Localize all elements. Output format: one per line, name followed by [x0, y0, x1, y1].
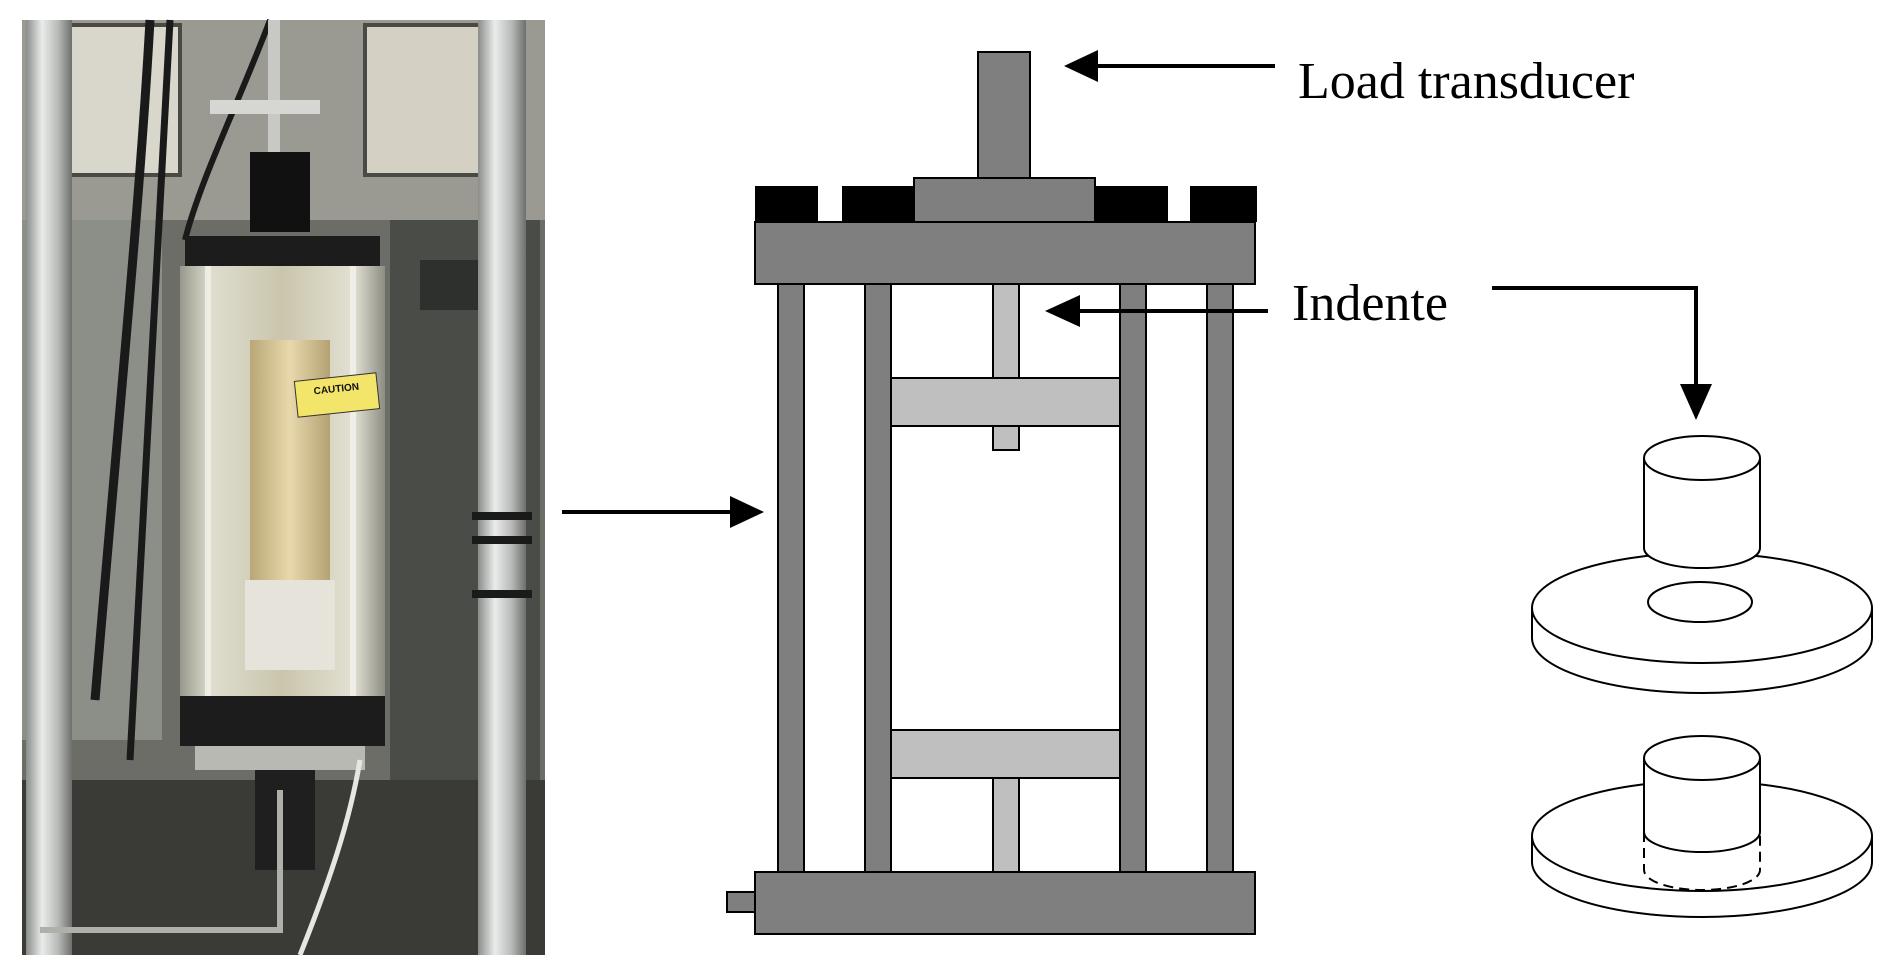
indenter-detail-lower: [1531, 735, 1873, 918]
top-block-4: [1190, 186, 1257, 222]
pedestal: [255, 770, 315, 870]
upper-crossbeam: [890, 377, 1121, 427]
arrowhead: [1680, 384, 1712, 420]
pressure-line: [40, 790, 283, 933]
caution-sticker: CAUTION: [293, 372, 381, 418]
top-block-1: [755, 186, 818, 222]
inner-column-right: [1119, 283, 1147, 873]
arrow-indente-to-detail: [1492, 286, 1698, 390]
specimen-base: [245, 580, 335, 670]
frame-column-left: [26, 20, 72, 955]
base-plate: [754, 871, 1256, 935]
top-cap: [250, 152, 310, 232]
top-block-3: [1095, 186, 1168, 222]
inner-column-left: [864, 283, 892, 873]
pressure-line: [297, 759, 363, 956]
load-transducer: [977, 51, 1031, 183]
cable: [90, 19, 155, 701]
cell-base: [180, 696, 385, 746]
cell-tie-rod: [350, 266, 356, 696]
label-load-transducer: Load transducer: [1298, 53, 1635, 110]
caution-sticker-text: CAUTION: [313, 382, 359, 398]
cable-tie: [472, 536, 532, 544]
top-block-2: [842, 186, 915, 222]
cell-tie-rod: [205, 266, 211, 696]
apparatus-photo: CAUTION: [22, 18, 545, 956]
arrowhead: [1045, 295, 1080, 327]
base-plate: [195, 746, 365, 770]
cable-tie: [472, 590, 532, 598]
cable: [182, 18, 273, 241]
arrowhead: [1064, 50, 1098, 82]
cable-tie: [472, 512, 532, 520]
lower-rod: [992, 777, 1020, 873]
base-fitting: [726, 891, 756, 913]
arrowhead: [730, 496, 764, 528]
loading-rod: [268, 20, 280, 160]
top-fitting: [210, 100, 320, 114]
transducer-base: [913, 177, 1096, 223]
indenter-detail-upper: [1531, 435, 1873, 694]
hidden-edge: [1643, 832, 1761, 891]
label-indente: Indente: [1292, 275, 1448, 332]
outer-rod-left: [777, 283, 805, 873]
outer-rod-right: [1206, 283, 1234, 873]
top-plate: [754, 221, 1256, 285]
lower-crossbeam: [890, 729, 1121, 779]
frame-column-right: [478, 20, 526, 955]
cell-top-plate: [185, 236, 380, 266]
cable: [126, 19, 174, 761]
